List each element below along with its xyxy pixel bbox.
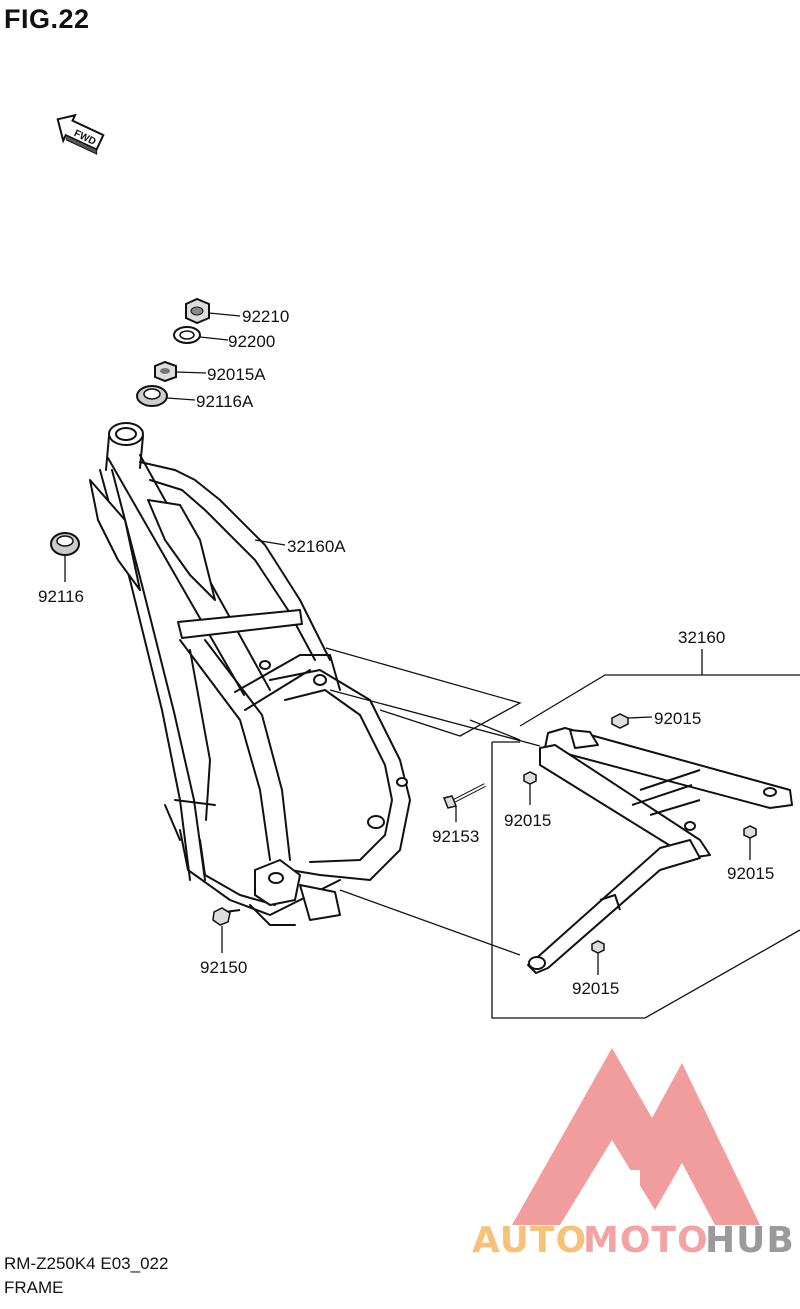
nut-92015A-icon: [154, 360, 177, 383]
figure-title: FIG.22: [4, 4, 90, 34]
label-92015A: 92015A: [207, 365, 266, 384]
label-32160A: 32160A: [287, 537, 346, 556]
model-code: RM-Z250K4 E03_022: [4, 1254, 169, 1273]
watermark-brand-auto: AUTO: [472, 1220, 587, 1261]
assembly-name: FRAME: [4, 1278, 64, 1297]
watermark-brand-hub: HUB: [705, 1220, 795, 1261]
washer-92200-icon: [173, 326, 201, 344]
fwd-arrow-icon: FWD: [56, 113, 105, 155]
leader-lines: [64, 312, 751, 975]
label-92015-top: 92015: [654, 709, 701, 728]
bolt-92150-icon: [212, 907, 241, 926]
label-92150: 92150: [200, 958, 247, 977]
steering-nut-92210-icon: [185, 297, 210, 325]
label-32160: 32160: [678, 628, 725, 647]
bolt-92153-icon: [442, 783, 486, 809]
bolt-92015-bottom-icon: [591, 940, 605, 954]
bearing-92116A-icon: [136, 385, 168, 407]
watermark-brand-moto: MOTO: [583, 1220, 709, 1261]
subframe-32160: [527, 727, 793, 974]
label-92200: 92200: [228, 332, 275, 351]
main-frame-32160A: [89, 422, 411, 926]
bearing-92116-icon: [50, 532, 80, 556]
label-92015-bottom: 92015: [572, 979, 619, 998]
label-92153: 92153: [432, 827, 479, 846]
label-92210: 92210: [242, 307, 289, 326]
label-92015-right: 92015: [727, 864, 774, 883]
bolt-92015-left-icon: [523, 771, 537, 785]
bolt-92015-top-icon: [611, 713, 629, 729]
bolt-92015-right-icon: [743, 825, 757, 839]
label-92015-left: 92015: [504, 811, 551, 830]
label-92116: 92116: [38, 587, 84, 606]
label-92116A: 92116A: [196, 392, 254, 411]
subframe-enclosure: [325, 647, 800, 1019]
watermark-logo-icon: [512, 1048, 760, 1225]
